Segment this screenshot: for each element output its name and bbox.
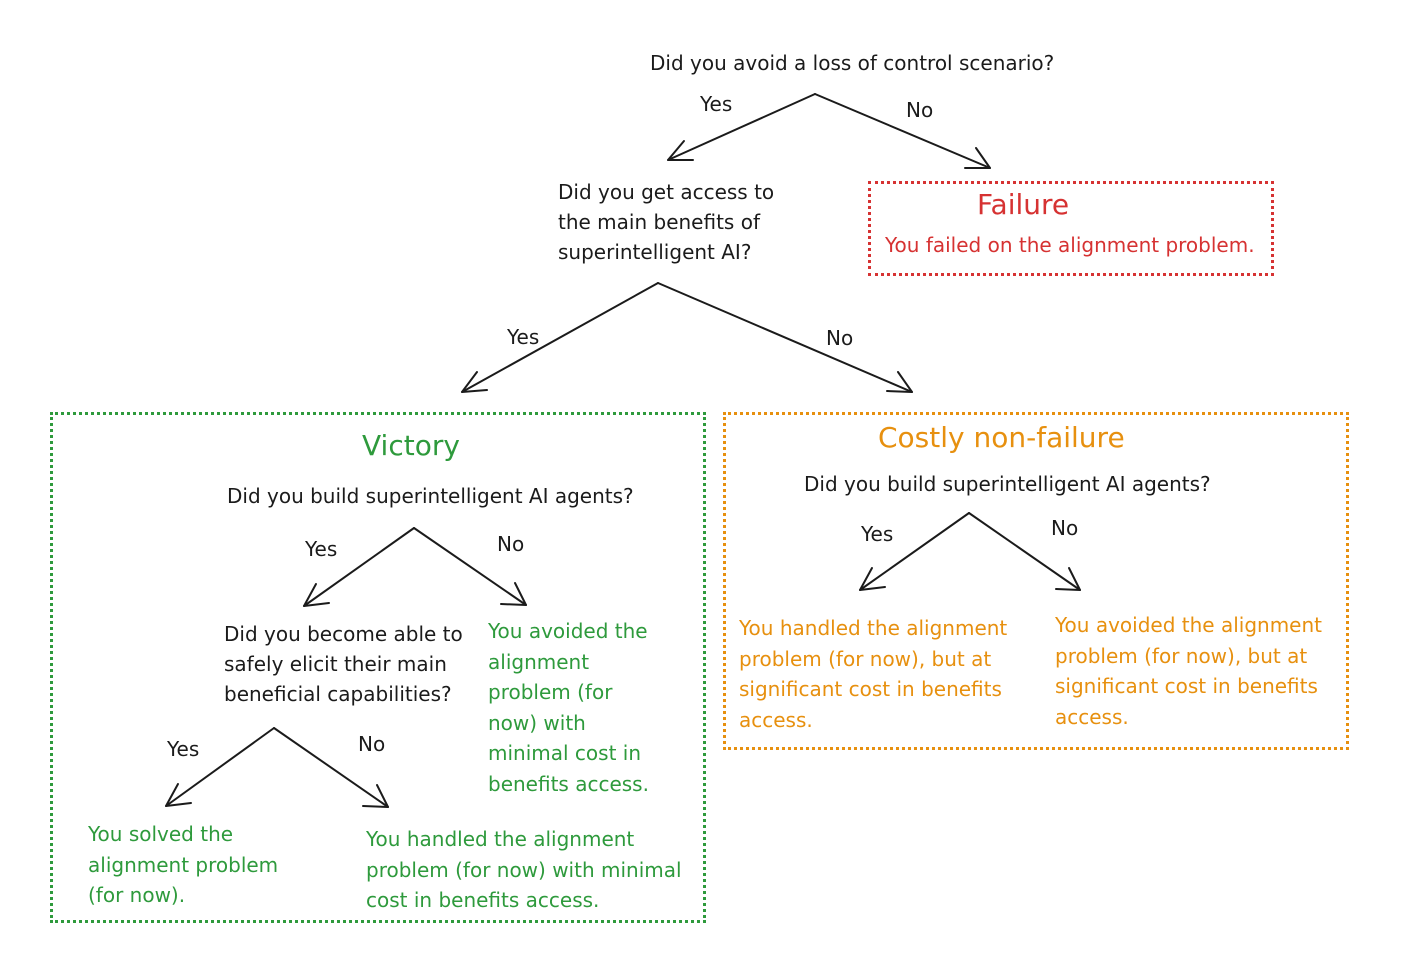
edge-benefits-yes: [461, 282, 659, 393]
arrowhead-victory-elicit-yes: [165, 783, 192, 807]
victory-agents-yes-label: Yes: [305, 537, 338, 561]
benefits-no-label: No: [826, 326, 854, 350]
failure-box: [868, 181, 1274, 276]
victory-agents-question: Did you build superintelligent AI agents…: [227, 484, 634, 508]
victory-solved-outcome: You solved the alignment problem (for no…: [88, 822, 279, 907]
arrowhead-costly-agents-yes: [859, 567, 886, 591]
victory-elicit-question: Did you become able to safely elicit the…: [224, 622, 463, 706]
failure-title: Failure: [977, 188, 1070, 221]
root-yes-label: Yes: [700, 92, 733, 116]
edge-victory-agents-yes: [303, 527, 415, 607]
edge-root-no: [814, 93, 991, 169]
arrowhead-root-no: [964, 147, 991, 169]
victory-box: [50, 412, 706, 923]
costly-non-failure-box: [723, 412, 1349, 750]
edge-root-yes: [667, 93, 816, 161]
arrowhead-victory-elicit-no: [362, 784, 389, 808]
root-question: Did you avoid a loss of control scenario…: [650, 51, 1055, 75]
edge-benefits-no: [657, 282, 913, 393]
victory-elicit-no-label: No: [358, 732, 386, 756]
costly-agents-question: Did you build superintelligent AI agents…: [804, 472, 1211, 496]
arrowhead-costly-agents-no: [1055, 567, 1081, 591]
costly-handled-outcome: You handled the alignment problem (for n…: [739, 616, 1008, 732]
benefits-yes-label: Yes: [507, 325, 540, 349]
victory-handled-outcome: You handled the alignment problem (for n…: [366, 827, 682, 912]
arrowhead-benefits-no: [886, 371, 913, 393]
arrowhead-root-yes: [667, 140, 694, 161]
arrowhead-benefits-yes: [461, 371, 488, 393]
failure-text: You failed on the alignment problem.: [885, 233, 1255, 257]
costly-agents-yes-label: Yes: [861, 522, 894, 546]
arrowhead-victory-agents-no: [500, 582, 527, 606]
edge-costly-agents-yes: [859, 512, 970, 591]
victory-avoided-outcome: You avoided the alignment problem (for n…: [488, 619, 649, 796]
victory-title: Victory: [362, 429, 460, 462]
edge-costly-agents-no: [968, 512, 1081, 591]
costly-agents-no-label: No: [1051, 516, 1079, 540]
edge-victory-elicit-yes: [165, 727, 275, 807]
victory-elicit-yes-label: Yes: [167, 737, 200, 761]
arrowhead-victory-agents-yes: [303, 583, 330, 607]
benefits-question: Did you get access to the main benefits …: [558, 180, 775, 264]
edge-victory-elicit-no: [273, 727, 389, 808]
root-no-label: No: [906, 98, 934, 122]
victory-agents-no-label: No: [497, 532, 525, 556]
edge-victory-agents-no: [413, 527, 527, 606]
costly-title: Costly non-failure: [878, 421, 1125, 454]
costly-avoided-outcome: You avoided the alignment problem (for n…: [1055, 613, 1322, 729]
